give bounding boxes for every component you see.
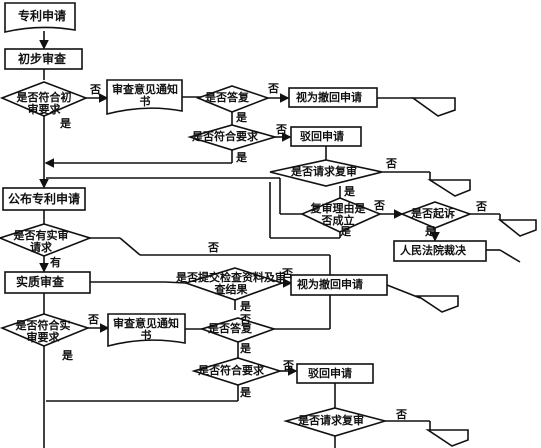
edge-no-2: 否: [268, 82, 279, 95]
substantive-exam-label: 实质审查: [16, 275, 65, 289]
edge-yes-11: 是: [240, 386, 251, 399]
withdrawn-1-label: 视为撤回申请: [296, 91, 362, 104]
edge-yes-6: 是: [425, 225, 436, 238]
edge-no-7: 否: [208, 241, 219, 254]
edge-no-5: 否: [374, 199, 385, 212]
q-meets-substantive-label: 是否符合实审要求: [15, 319, 71, 344]
edge-yes-1: 是: [60, 117, 71, 130]
q-request-reexam-1-label: 是否请求复审: [291, 165, 357, 178]
edge-no-4: 否: [386, 157, 397, 170]
court-label: 人民法院裁决: [400, 244, 466, 257]
q-reply-1-label: 是否答复: [205, 91, 249, 104]
exam-opinion-label-1: 审查意见通知书: [112, 83, 178, 108]
exam-opinion-label-2: 审查意见通知书: [113, 317, 179, 342]
edge-no-6: 否: [476, 200, 487, 213]
patent-application-label: 专利申请: [18, 9, 67, 23]
publish-label: 公布专利申请: [8, 192, 81, 206]
q-sue-label: 是否起诉: [411, 207, 455, 220]
edge-yes-5: 是: [340, 225, 351, 238]
terminal-1: [410, 97, 456, 117]
q-submit-materials-label: 是否提交检查资料及审查结果: [176, 271, 286, 296]
q-reply-2-label: 是否答复: [208, 322, 252, 335]
rejected-2-label: 驳回申请: [308, 367, 352, 380]
terminal-4: [415, 295, 459, 313]
edge-no-12: 否: [396, 408, 407, 421]
court-box: [393, 240, 487, 262]
q-meets-req-1-label: 是否符合要求: [192, 130, 258, 143]
patent-application-box: [4, 2, 76, 34]
edge-has: 有: [50, 256, 61, 269]
edge-no-10: 否: [240, 313, 251, 326]
preliminary-exam-label: 初步审查: [18, 52, 67, 66]
edge-no-9: 否: [88, 313, 99, 326]
edge-yes-10: 是: [240, 342, 251, 355]
exam-opinion-box-1: [106, 79, 183, 116]
edge-yes-2: 是: [236, 111, 247, 124]
decision-request-reexam-1: [269, 159, 383, 187]
edge-yes-8: 是: [240, 300, 251, 313]
withdrawn-2-label: 视为撤回申请: [297, 278, 363, 291]
exam-opinion-box-2: [107, 313, 186, 348]
terminal-3: [497, 219, 537, 237]
q-request-reexam-2-label: 是否请求复审: [298, 414, 364, 427]
edge-yes-3: 是: [236, 151, 247, 164]
edge-no-3: 否: [276, 123, 287, 136]
edge-no-1: 否: [90, 83, 101, 96]
edge-no-11: 否: [283, 359, 294, 372]
terminal-2: [427, 179, 471, 197]
rejected-1-label: 驳回申请: [300, 130, 344, 143]
edge-yes-4: 是: [344, 185, 355, 198]
terminal-5: [425, 429, 469, 447]
q-meets-preliminary-label: 是否符合初审要求: [16, 91, 72, 116]
q-reexam-reason-label: 复审理由是否成立: [310, 202, 366, 227]
q-has-request-label: 是否有实审请求: [13, 229, 69, 254]
q-meets-req-2-label: 是否符合要求: [198, 364, 264, 377]
edge-yes-9: 是: [62, 349, 73, 362]
edge-no-8: 否: [282, 267, 293, 280]
